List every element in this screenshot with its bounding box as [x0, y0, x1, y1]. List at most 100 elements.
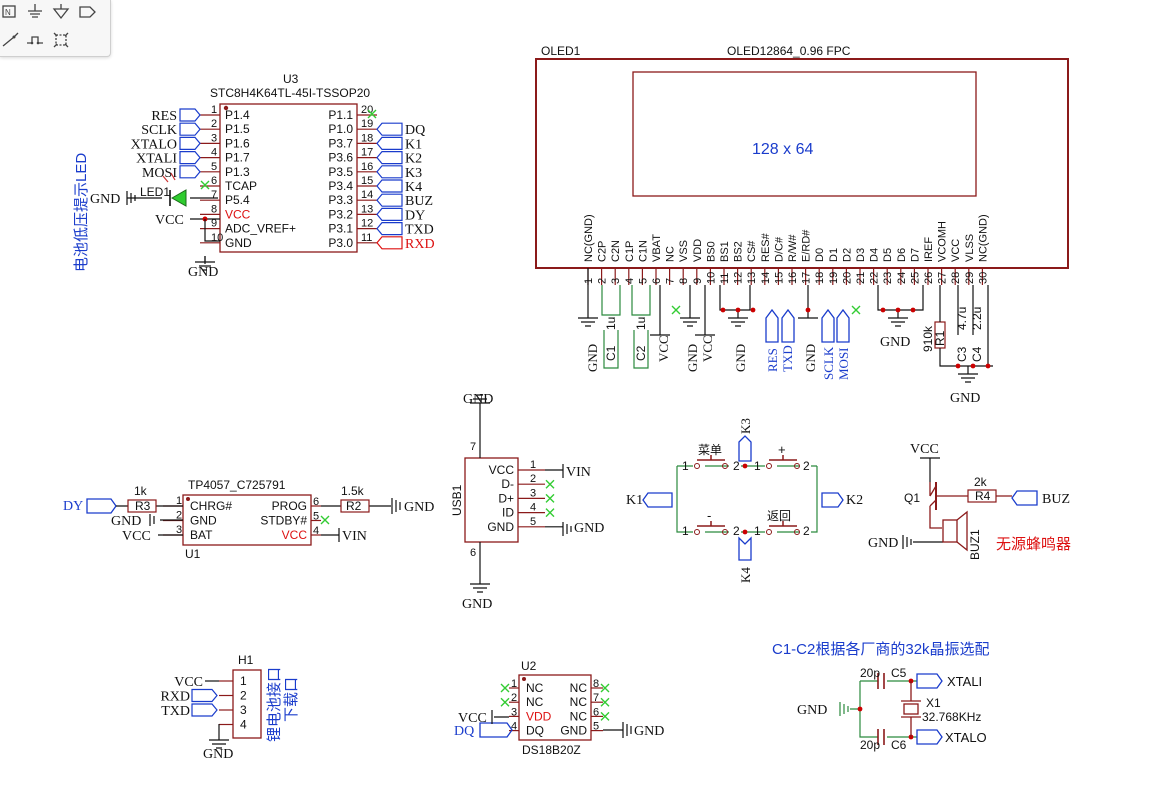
u2-pin-num: 6: [593, 706, 599, 718]
u1-pin-num: 6: [313, 496, 319, 508]
u1-r3: R3: [135, 499, 151, 513]
u3-gnd-label: GND: [188, 265, 218, 280]
oled-pin-name: VCC: [950, 239, 962, 262]
oled-pin-num: 19: [828, 272, 840, 284]
oled-mosi: MOSI: [836, 347, 851, 380]
crystal-circuit[interactable]: C1-C2根据各厂商的32k晶振选配 GND 20p C5 20p C6 X1 …: [772, 641, 990, 752]
oled-c2v: 1u: [634, 317, 648, 330]
u2-pin-name: NC: [526, 695, 544, 709]
svg-text:1: 1: [754, 459, 761, 473]
oled-pin-num: 15: [773, 272, 785, 284]
u3-net-port: [179, 122, 201, 136]
u3-net-label: K1: [405, 137, 422, 152]
oled-pin-name: C1P: [624, 241, 636, 262]
crystal-c6v: 20p: [860, 738, 880, 752]
oled-pin-name: VCOMH: [937, 221, 949, 262]
wire-tool-icon[interactable]: [2, 31, 20, 49]
oled-pin-name: BS1: [719, 241, 731, 262]
u1-pin-num: 5: [313, 511, 319, 523]
oled-pin-num: 28: [950, 272, 962, 284]
usb-pin-num: 1: [530, 459, 536, 471]
h1-net-label: TXD: [161, 704, 190, 719]
u2-pin-num: 2: [511, 692, 517, 704]
u3-net-port: [376, 193, 403, 207]
oled-pin-name: C1N: [637, 240, 649, 262]
buzzer-circuit[interactable]: VCC R4 2k Q1 BUZ GND BUZ1 无源蜂鸣器: [868, 442, 1071, 560]
oled-pin-name: D5: [882, 248, 894, 262]
key-back[interactable]: [766, 521, 800, 535]
svg-text:1: 1: [754, 524, 761, 538]
u3-pin-num: 13: [361, 203, 373, 215]
oled-pin-num: 11: [719, 273, 731, 284]
select-box-icon[interactable]: [52, 31, 70, 49]
h1-net-label: RXD: [160, 690, 190, 705]
oled-pin-num: 6: [651, 278, 663, 284]
usb-pin-name: GND: [487, 520, 514, 534]
led-ref: LED1: [140, 185, 170, 199]
u2-pin-name: NC: [570, 695, 588, 709]
u3-pin-num: 19: [361, 118, 373, 130]
u1-pin-num: 3: [176, 524, 182, 536]
h1-ref: H1: [238, 653, 254, 667]
oled-pin-name: BS2: [733, 241, 745, 262]
u3-net-label: DQ: [405, 123, 425, 138]
oled-txd: TXD: [780, 345, 795, 372]
u3-net-port: [376, 207, 403, 221]
u1-dy: DY: [63, 499, 83, 514]
u3-net-port: [376, 165, 403, 179]
u3-pin-num: 4: [211, 147, 217, 159]
u2-ref: U2: [521, 659, 537, 673]
u3-net-label: K2: [405, 152, 422, 167]
u1-pin-name: GND: [190, 514, 217, 528]
usb-pin-name: ID: [502, 506, 514, 520]
oled-pin-name: D/C#: [773, 236, 785, 262]
oled-pin-name: BS0: [705, 241, 717, 262]
gnd-triangle-icon[interactable]: [52, 3, 70, 21]
net-port-icon[interactable]: [78, 3, 96, 21]
svg-text:N: N: [5, 8, 11, 17]
oled-screen-size: 128 x 64: [752, 141, 813, 158]
u3-net-label: K4: [405, 180, 422, 195]
u3-pin-name: P1.0: [328, 122, 353, 136]
oled-pin-name: D0: [814, 248, 826, 262]
ground-icon[interactable]: [26, 3, 44, 21]
u3-net-port: [376, 179, 403, 193]
u3-value: STC8H4K64TL-45I-TSSOP20: [210, 86, 370, 100]
u2-pin-num: 5: [593, 721, 599, 733]
crystal-c5v: 20p: [860, 666, 880, 680]
oled1[interactable]: OLED1 OLED12864_0.96 FPC 128 x 64 1NC(GN…: [535, 44, 1069, 285]
net-label-icon[interactable]: N: [2, 3, 20, 21]
oled-pin-name: IREF: [923, 237, 935, 262]
oled-c4v: 2.2u: [970, 307, 984, 330]
u3-pin-name: GND: [225, 236, 252, 250]
oled-gnd3: GND: [733, 344, 748, 372]
u1-gnd: GND: [111, 514, 141, 529]
oled-gnd6: GND: [950, 391, 980, 406]
oled-gnd1: GND: [585, 344, 600, 372]
oled-pin-name: E/RD#: [801, 229, 813, 262]
probe-icon[interactable]: [26, 31, 44, 49]
buz-vcc: VCC: [910, 442, 939, 457]
oled-res: RES: [765, 348, 780, 372]
key-minus-label: -: [707, 508, 711, 523]
oled-pin-num: 20: [841, 272, 853, 284]
u3-pin-num: 7: [211, 189, 217, 201]
key-menu[interactable]: [694, 455, 728, 469]
buz-gnd: GND: [868, 536, 898, 551]
u3-pin-num: 14: [361, 189, 373, 201]
u2-value: DS18B20Z: [522, 743, 581, 757]
key-plus[interactable]: [766, 455, 800, 469]
oled-body: [535, 58, 1069, 269]
u1-pin-name: BAT: [190, 528, 213, 542]
key-minus[interactable]: [694, 521, 728, 535]
oled-screen: [632, 71, 977, 197]
